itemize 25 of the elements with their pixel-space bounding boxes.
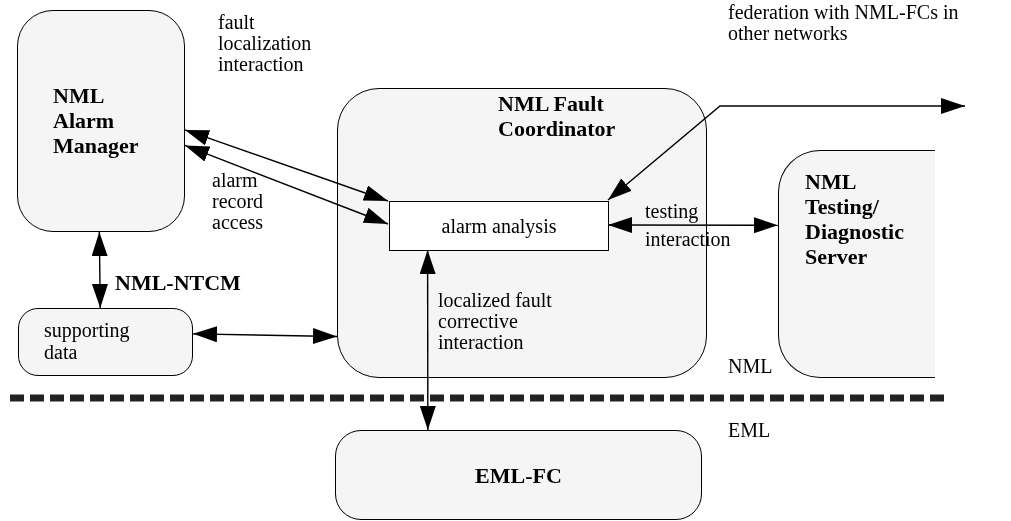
- arrow: [184, 144, 389, 225]
- process-box: [389, 201, 609, 251]
- rounded-box: [18, 308, 193, 376]
- edge-label: NML-NTCM: [115, 272, 242, 293]
- rounded-box: [17, 10, 185, 232]
- rounded-box: [778, 150, 935, 378]
- edge-label: alarm record access: [212, 170, 265, 233]
- arrow: [91, 231, 108, 309]
- box-title: EML-FC: [475, 462, 562, 488]
- arrow: [607, 217, 779, 234]
- arrow: [607, 98, 966, 201]
- edge-label: fault localization interaction: [218, 12, 313, 75]
- arrow: [192, 326, 338, 345]
- rounded-box: [335, 430, 702, 520]
- layer-label: EML: [728, 420, 771, 441]
- box-title: NML Testing/ Diagnostic Server: [805, 169, 905, 269]
- box-title: NML Fault Coordinator: [498, 91, 617, 141]
- edge-label: localized fault corrective interaction: [438, 290, 553, 353]
- box-title: NML Alarm Manager: [53, 83, 140, 158]
- box-label: supporting data: [44, 319, 131, 363]
- arrow: [184, 129, 389, 202]
- box-label: alarm analysis: [441, 213, 557, 239]
- arrow: [419, 249, 436, 431]
- layer-label: NML: [728, 356, 773, 377]
- edge-label: federation with NML-FCs in other networks: [728, 2, 960, 44]
